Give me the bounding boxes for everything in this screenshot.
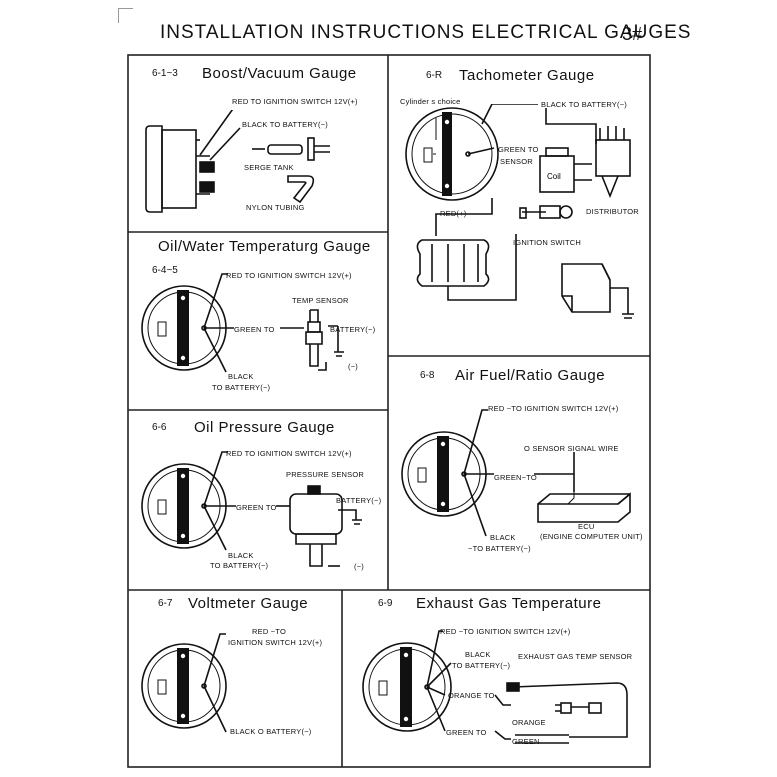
tacho-black-label: BLACK TO BATTERY(−) (541, 100, 627, 109)
egt-title: Exhaust Gas Temperature (416, 595, 602, 612)
ecu-box (537, 492, 631, 523)
volt-code: 6-7 (158, 598, 173, 609)
oiltemp-black-label: BLACK (228, 372, 254, 381)
nylon-tubing (287, 175, 315, 204)
boost-title: Boost/Vacuum Gauge (202, 65, 357, 82)
oiltemp-diagram (141, 273, 344, 373)
tacho-red-wire (435, 198, 493, 236)
surge-tank (267, 144, 303, 155)
temp-sensor (307, 321, 321, 333)
ecu-full-label: (ENGINE COMPUTER UNIT) (540, 532, 643, 541)
page-title: INSTALLATION INSTRUCTIONS ELECTRICAL GAU… (160, 22, 692, 43)
volt-gauge-face (141, 643, 227, 729)
oiltemp-red-wire (203, 273, 228, 329)
egt-tobat-label: TO BATTERY(−) (452, 661, 511, 670)
oiltemp-red-label: RED TO IGNITION SWITCH 12V(+) (226, 271, 352, 280)
page-number: 3# (622, 24, 643, 44)
oiltemp-earth-label: (−) (348, 362, 358, 371)
afr-tobat-label: −TO BATTERY(−) (468, 544, 531, 553)
oilpress-earth-label: (−) (354, 562, 364, 571)
afr-diagram (401, 409, 631, 537)
pressure-sensor-label: PRESSURE SENSOR (286, 470, 365, 479)
crop-mark (118, 8, 133, 23)
boost-code: 6-1~3 (152, 68, 178, 79)
ecu-label: ECU (578, 522, 595, 531)
oiltemp-code: 6-4~5 (152, 265, 178, 276)
oilpress-black-label: BLACK (228, 551, 254, 560)
egt-probe-cable (512, 682, 628, 729)
egt-sensor-label: EXHAUST GAS TEMP SENSOR (518, 652, 633, 661)
wire-loom (416, 239, 490, 287)
egt-red-label: RED −TO IGNITION SWITCH 12V(+) (440, 627, 571, 636)
oilpress-battery-label: BATTERY(−) (336, 496, 382, 505)
distributor-label: DISTRIBUTOR (586, 207, 639, 216)
oiltemp-battery-label: BATTERY(−) (330, 325, 376, 334)
boost-black-label: BLACK TO BATTERY(−) (242, 120, 328, 129)
afr-red-label: RED −TO IGNITION SWITCH 12V(+) (488, 404, 619, 413)
boost-red-wire (199, 110, 234, 156)
egt-green-label: GREEN (512, 737, 540, 746)
egt-code: 6-9 (378, 598, 393, 609)
oilpress-diagram (141, 451, 362, 567)
egt-fitting (560, 702, 572, 714)
tacho-green-label: GREEN TO (498, 145, 539, 154)
oilpress-title: Oil Pressure Gauge (194, 419, 335, 436)
oilpress-red-label: RED TO IGNITION SWITCH 12V(+) (226, 449, 352, 458)
tacho-mount-bracket (442, 112, 452, 196)
boost-gauge-body (145, 125, 163, 213)
oiltemp-tobat-label: TO BATTERY(−) (212, 383, 271, 392)
afr-o2-label: O SENSOR SIGNAL WIRE (524, 444, 619, 453)
egt-greento-label: GREEN TO (446, 728, 487, 737)
afr-green-label: GREEN−TO (494, 473, 537, 482)
oilpress-code: 6-6 (152, 422, 167, 433)
tacho-code: 6-R (426, 70, 443, 81)
volt-red-label: RED −TO (252, 627, 286, 636)
oilpress-tobat-label: TO BATTERY(−) (210, 561, 269, 570)
temp-sensor-label: TEMP SENSOR (292, 296, 349, 305)
distributor (595, 139, 631, 177)
afr-code: 6-8 (420, 370, 435, 381)
surge-tank-label: SERGE TANK (244, 163, 294, 172)
egt-gauge-face (362, 642, 452, 732)
egt-black-label: BLACK (465, 650, 491, 659)
boost-fitting (199, 161, 215, 173)
pressure-sensor (289, 493, 343, 535)
tacho-title: Tachometer Gauge (459, 67, 595, 84)
coil-label: Coil (547, 172, 561, 181)
ignition-switch-label: IGNITION SWITCH (513, 238, 581, 247)
egt-orange-label: ORANGE (512, 718, 546, 727)
tacho-green-wire (467, 147, 495, 155)
oiltemp-title: Oil/Water Temperaturg Gauge (158, 238, 371, 255)
egt-diagram (362, 630, 628, 744)
cylinder-choice-label: Cylinder s choice (400, 97, 461, 106)
nylon-tubing-label: NYLON TUBING (246, 203, 305, 212)
tacho-diagram: Coil (405, 104, 634, 319)
afr-black-label: BLACK (490, 533, 516, 542)
oilpress-green-label: GREEN TO (236, 503, 277, 512)
volt-ign-label: IGNITION SWITCH 12V(+) (228, 638, 323, 647)
boost-black-wire (209, 127, 241, 161)
tacho-sensor-label: SENSOR (500, 157, 533, 166)
volt-title: Voltmeter Gauge (188, 595, 309, 612)
boost-gauge-housing (161, 129, 197, 209)
afr-title: Air Fuel/Ratio Gauge (455, 367, 606, 384)
battery (561, 263, 611, 313)
volt-diagram (141, 633, 227, 733)
volt-black-label: BLACK O BATTERY(−) (230, 727, 312, 736)
egt-orangeto-label: ORANGE TO (448, 691, 495, 700)
boost-diagram (145, 110, 330, 213)
boost-red-label: RED TO IGNITION SWITCH 12V(+) (232, 97, 358, 106)
oiltemp-green-label: GREEN TO (234, 325, 275, 334)
tacho-gauge-face (405, 107, 499, 201)
